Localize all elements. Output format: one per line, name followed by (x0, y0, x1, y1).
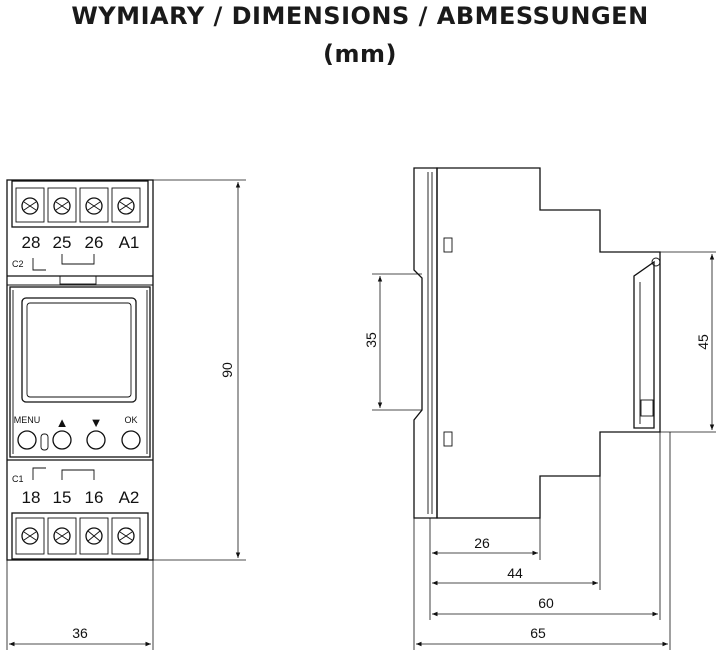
top-terminal-block (11, 180, 149, 228)
contact-label-c2: C2 (12, 259, 24, 269)
dimension-label-90: 90 (219, 362, 235, 378)
down-button (86, 430, 106, 450)
page-subtitle: (mm) (323, 40, 397, 68)
upper-clip (443, 237, 453, 253)
side-housing (436, 167, 661, 519)
up-button (52, 430, 72, 450)
contact-symbol-top-left (32, 258, 46, 271)
page-title: WYMIARY / DIMENSIONS / ABMESSUNGEN (71, 2, 649, 30)
dimension-90 (153, 179, 246, 561)
front-housing (6, 179, 154, 561)
rear-cover (633, 260, 655, 429)
lcd-display (21, 297, 137, 403)
contact-symbol-bottom-left (32, 467, 46, 480)
dimension-35 (372, 273, 422, 411)
dimension-36 (6, 560, 154, 650)
dimension-label-36: 36 (72, 625, 88, 641)
bottom-screw-terminals (15, 517, 141, 555)
bottom-terminal-block (11, 512, 149, 560)
terminal-label-15: 15 (53, 488, 72, 507)
dimension-label-26: 26 (474, 535, 490, 551)
button-label-up: ▲ (56, 415, 69, 430)
contact-symbol-top-right (61, 254, 95, 265)
rear-latch (640, 399, 654, 417)
terminal-label-a2: A2 (119, 488, 140, 507)
terminal-label-a1: A1 (119, 233, 140, 252)
dimensions-depth (413, 432, 671, 650)
button-label-down: ▼ (90, 415, 103, 430)
dimension-label-60: 60 (538, 595, 554, 611)
top-latch (59, 275, 97, 285)
terminal-label-28: 28 (22, 233, 41, 252)
terminal-label-18: 18 (22, 488, 41, 507)
terminal-label-26: 26 (85, 233, 104, 252)
menu-button (17, 430, 37, 450)
ok-button (121, 430, 141, 450)
dimension-label-45: 45 (695, 334, 711, 350)
terminal-label-16: 16 (85, 488, 104, 507)
contact-label-c1: C1 (12, 474, 24, 484)
dimension-45 (660, 251, 716, 433)
button-label-menu: MENU (14, 415, 41, 425)
button-label-ok: OK (124, 415, 137, 425)
terminal-label-25: 25 (53, 233, 72, 252)
side-view: 35 45 26 44 60 65 (363, 167, 716, 650)
front-cover (9, 286, 151, 458)
front-view: 28 25 26 A1 C2 MENU ▲ ▼ OK C1 18 15 (6, 179, 246, 650)
side-front-plate (413, 167, 438, 519)
dimension-label-65: 65 (530, 625, 546, 641)
top-screw-terminals (15, 187, 141, 223)
dimension-label-35: 35 (363, 332, 379, 348)
dimension-label-44: 44 (507, 565, 523, 581)
lower-clip (443, 431, 453, 447)
contact-symbol-bottom-right (61, 469, 95, 480)
led-indicator (40, 433, 49, 451)
